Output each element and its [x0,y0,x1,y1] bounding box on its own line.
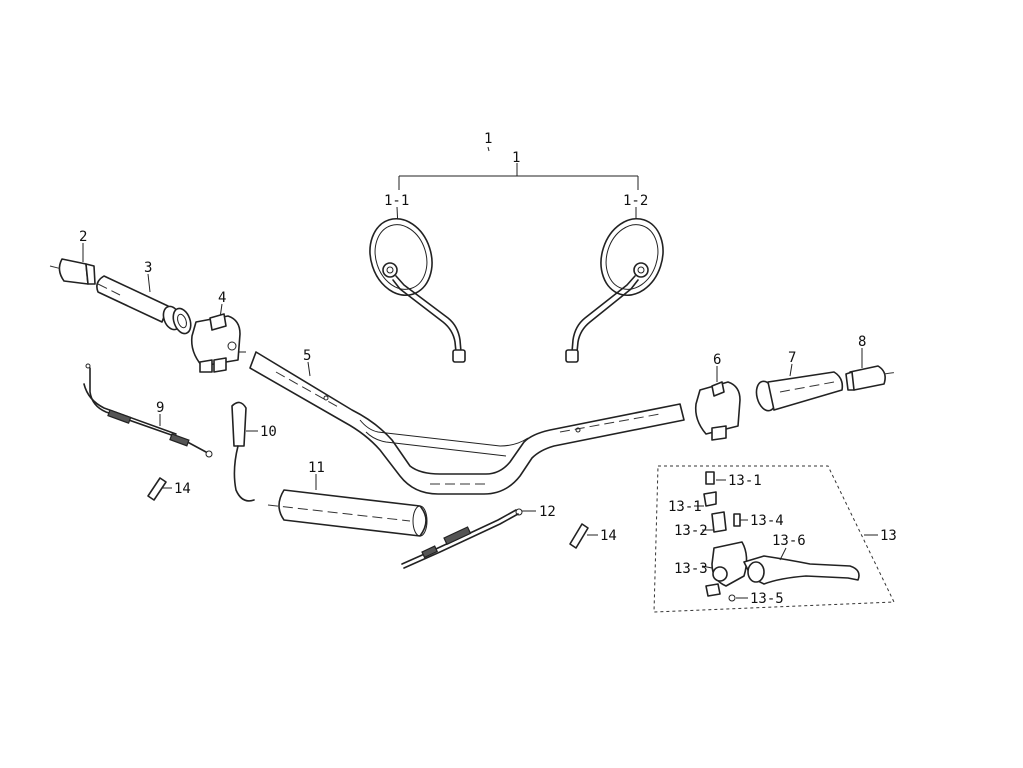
clutch-assembly-box [653,465,895,613]
label-4: 4 [218,290,226,306]
label-6: 6 [713,352,721,368]
label-10: 10 [260,424,277,440]
grip-left [96,273,192,335]
mirror-group-bracket [396,146,639,229]
switch-lead [231,401,258,502]
switch-housing-right [694,366,741,441]
label-1-2: 1-2 [623,193,648,209]
label-12: 12 [539,504,556,520]
pin-left [147,477,172,501]
label-9: 9 [156,400,164,416]
label-13-5: 13-5 [750,591,784,607]
mirror-left [369,217,466,363]
label-1-1: 1-1 [384,193,409,209]
callout-labels: 1 1 1-1 1-2 2 3 4 5 6 7 8 9 10 11 12 13 … [79,131,897,607]
label-13: 13 [880,528,897,544]
throttle-cable [83,363,213,458]
pin-right [569,523,598,549]
mirror-right [565,217,664,363]
label-14-left: 14 [174,481,191,497]
label-13-4: 13-4 [750,513,784,529]
label-13-2: 13-2 [674,523,708,539]
label-8: 8 [858,334,866,350]
bar-end-left [49,243,96,285]
label-1-top: 1 [484,131,492,147]
label-13-3: 13-3 [674,561,708,577]
label-3: 3 [144,260,152,276]
label-13-6: 13-6 [772,533,806,549]
bar-pad [267,474,428,537]
label-13-1-top: 13-1 [728,473,762,489]
bar-end-right [845,348,899,391]
handlebar [249,351,685,495]
label-5: 5 [303,348,311,364]
label-1: 1 [512,150,520,166]
grip-right [755,363,844,412]
label-11: 11 [308,460,325,476]
switch-housing-left [190,303,246,373]
label-2: 2 [79,229,87,245]
label-7: 7 [788,350,796,366]
label-13-1: 13-1 [668,499,702,515]
clutch-cable [401,508,536,569]
label-14-right: 14 [600,528,617,544]
